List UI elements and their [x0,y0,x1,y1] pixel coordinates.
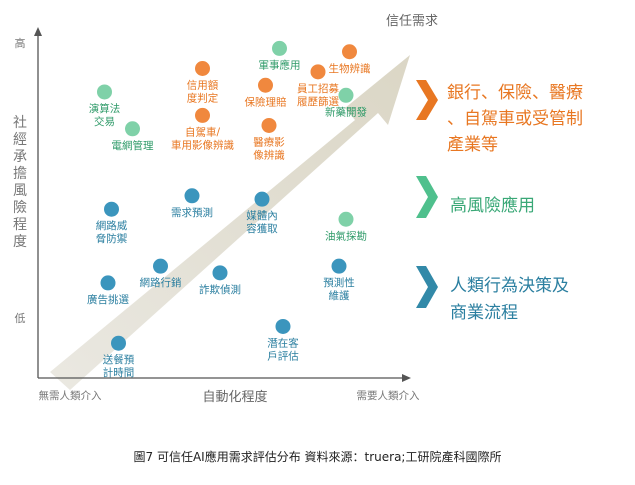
legend-chevron-low [416,266,438,308]
y-axis-arrowhead [34,27,42,36]
legend-chevron-mid [416,176,438,218]
x-tick-left: 無需人類介入 [39,389,102,402]
point-label-0: 軍事應用 [259,58,301,71]
point-marker-12 [104,201,119,217]
point-label-10: 需求預測 [171,206,213,219]
point-label-12: 網路威脅防禦 [96,219,128,245]
point-label-13: 油氣探勘 [325,229,367,242]
point-marker-3 [310,64,326,80]
point-marker-18 [275,318,291,334]
point-marker-5 [97,84,112,100]
point-label-7: 自駕車/車用影像辨識 [171,125,234,151]
y-tick-low: 低 [15,312,26,325]
point-marker-15 [212,265,228,281]
point-label-1: 生物辨識 [329,62,371,75]
point-label-17: 廣告挑選 [87,293,129,306]
legend-label-low: 人類行為決策及 商業流程 [450,276,574,323]
point-marker-9 [125,121,140,137]
point-marker-0 [272,40,287,56]
point-marker-8 [261,117,277,133]
point-label-4: 保險理賠 [245,95,287,108]
trust-arrow [50,55,410,390]
legend-label-high: 銀行、保險、醫療 、自駕車或受管制 產業等 [447,83,588,155]
point-marker-17 [100,275,116,291]
figure-caption: 圖7 可信任AI應用需求評估分布 資料來源：truera;工研院產科國際所 [133,450,502,464]
point-label-14: 網路行銷 [140,276,182,289]
point-marker-16 [331,258,347,274]
point-marker-11 [254,191,270,207]
point-marker-19 [111,335,126,351]
legend: 銀行、保險、醫療 、自駕車或受管制 產業等 高風險應用 人類行為決策及 商業流程 [416,80,588,323]
y-tick-high: 高 [15,36,26,50]
trust-arrow-label: 信任需求 [386,14,438,29]
y-axis-label: 社經承擔風險程度 [13,115,27,250]
point-marker-13 [338,211,354,227]
legend-label-mid: 高風險應用 [450,195,535,216]
point-marker-4 [258,77,273,93]
point-marker-6 [338,87,354,103]
x-axis-label: 自動化程度 [202,389,267,405]
axes [37,32,405,379]
point-label-18: 潛在客戶評估 [267,336,299,362]
x-axis-arrowhead [402,374,411,382]
point-label-15: 詐欺偵測 [199,283,241,296]
point-label-6: 新藥開發 [325,105,367,118]
point-label-8: 醫療影像辨識 [253,135,285,161]
point-label-9: 電網管理 [112,139,154,152]
point-label-3: 員工招募履歷篩選 [297,82,339,108]
x-tick-right: 需要人類介入 [357,390,420,402]
point-label-16: 預測性維護 [323,276,355,302]
point-label-19: 送餐預計時間 [103,353,135,379]
point-marker-1 [342,44,357,60]
legend-chevron-high [416,80,438,120]
point-label-2: 信用額度判定 [187,79,219,105]
point-marker-10 [184,188,200,204]
point-label-11: 媒體內容獲取 [246,209,278,235]
point-marker-2 [195,61,210,76]
point-label-5: 演算法交易 [89,102,121,128]
point-marker-14 [153,258,168,274]
point-marker-7 [195,107,210,123]
